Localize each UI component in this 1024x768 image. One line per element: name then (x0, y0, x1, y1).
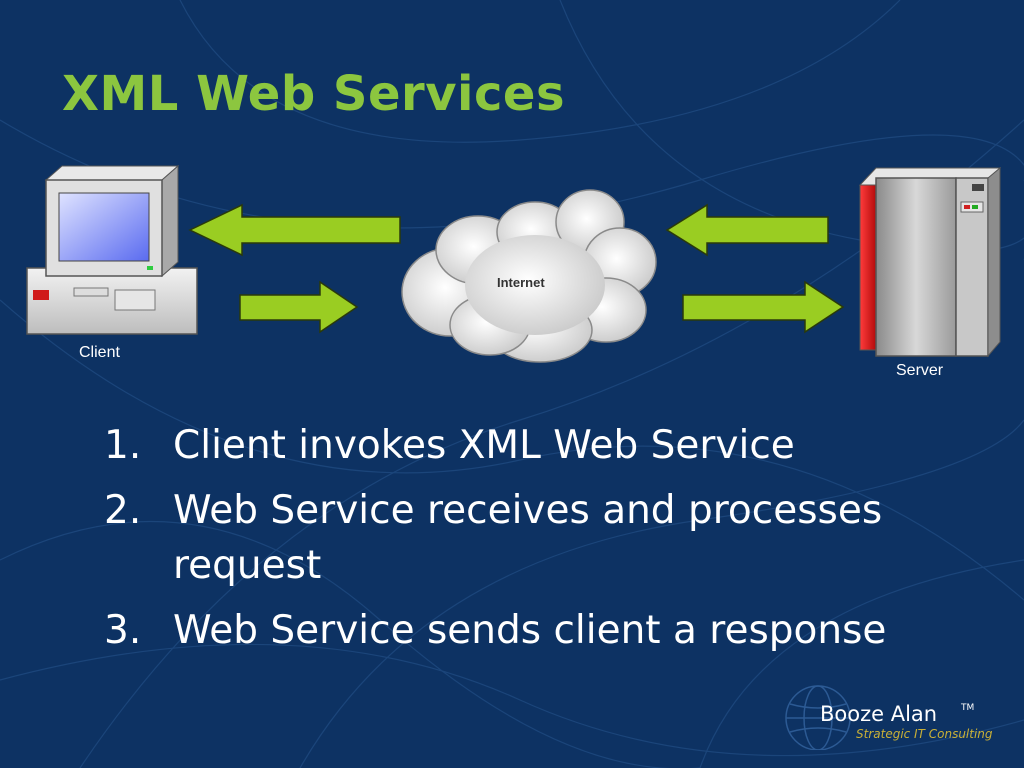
internet-label: Internet (497, 275, 545, 290)
server-icon (858, 166, 1002, 358)
server-label: Server (896, 362, 944, 379)
step-number: 2. (104, 488, 142, 533)
client-computer-icon (26, 164, 198, 335)
step-text: Web Service sends client a response (173, 608, 887, 653)
arrow-to-client (188, 203, 401, 257)
page-title: XML Web Services (62, 66, 566, 122)
arrow-to-server (682, 280, 845, 334)
internet-cloud-icon (401, 189, 657, 363)
arrow-from-server (665, 203, 829, 257)
list-item: 1. Client invokes XML Web Service (104, 418, 984, 473)
brand-tagline: Strategic IT Consulting (856, 727, 993, 741)
brand-trademark: TM (961, 703, 975, 713)
brand-globe-icon (785, 685, 851, 750)
list-item: 2. Web Service receives and processes re… (104, 483, 984, 593)
client-label: Client (79, 344, 120, 361)
web-service-diagram (26, 164, 1002, 363)
step-text: Client invokes XML Web Service (173, 423, 795, 468)
list-item: 3. Web Service sends client a response (104, 603, 984, 658)
brand-name: Booze Alan (820, 702, 938, 726)
step-number: 1. (104, 423, 142, 468)
steps-list: 1. Client invokes XML Web Service 2. Web… (104, 418, 984, 668)
arrow-from-client (239, 280, 359, 334)
step-text: Web Service receives and processes reque… (173, 488, 883, 588)
step-number: 3. (104, 608, 142, 653)
